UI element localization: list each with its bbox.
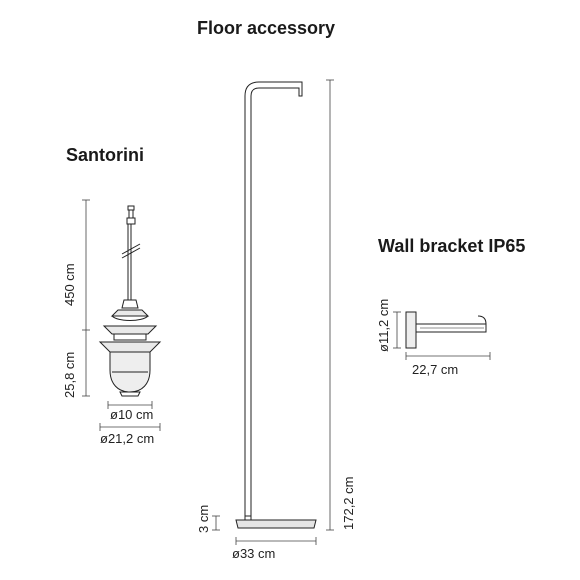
wall-bracket-length-label: 22,7 cm: [412, 362, 459, 377]
floor-accessory-title: Floor accessory: [197, 18, 336, 38]
floor-accessory-drawing: [235, 81, 317, 529]
wall-bracket-height-label: ø11,2 cm: [376, 298, 391, 352]
wall-bracket-drawing: [405, 311, 487, 349]
wall-bracket-title: Wall bracket IP65: [378, 236, 526, 256]
santorini-cable-length-label: 450 cm: [62, 263, 77, 306]
santorini-lamp-height-label: 25,8 cm: [62, 351, 77, 398]
santorini-title: Santorini: [66, 145, 145, 165]
santorini-lamp-drawing: [98, 205, 162, 397]
floor-dimension-lines: [212, 79, 334, 545]
santorini-base-diameter-label: ø10 cm: [110, 407, 154, 422]
floor-base-height-label: 3 cm: [196, 504, 211, 533]
santorini-shade-diameter-label: ø21,2 cm: [100, 431, 155, 446]
floor-total-height-label: 172,2 cm: [341, 476, 356, 530]
santorini-dimension-lines: [82, 199, 161, 431]
wall-bracket-dimension-lines: [393, 311, 491, 360]
floor-base-diameter-label: ø33 cm: [232, 546, 276, 561]
